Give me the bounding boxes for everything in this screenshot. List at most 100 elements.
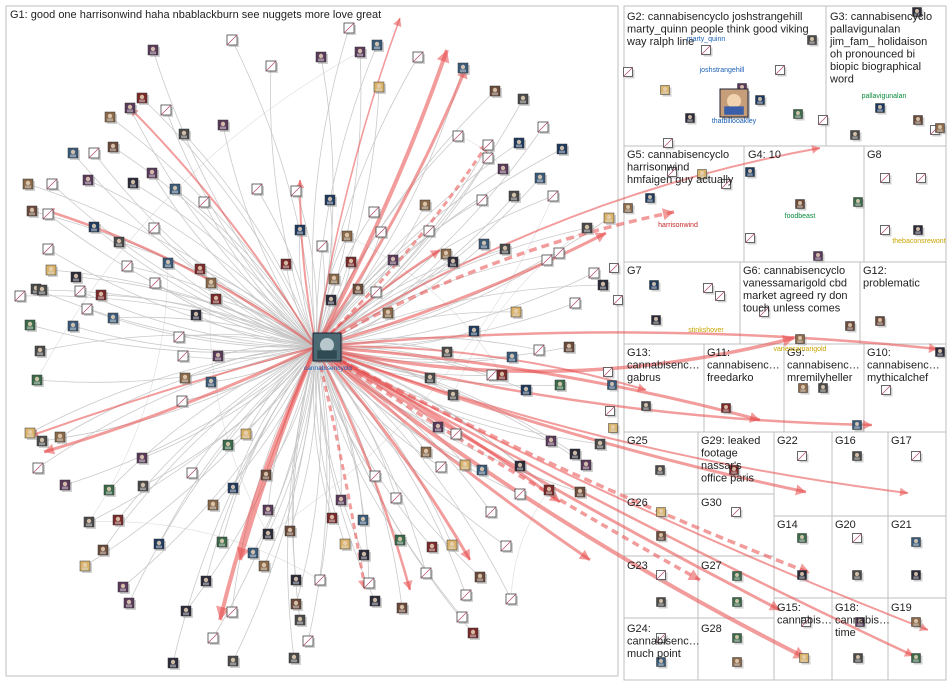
node-32[interactable] [553,247,566,260]
node-34[interactable] [597,279,610,292]
node-38[interactable] [441,346,454,359]
node-51[interactable] [435,461,448,474]
node-99[interactable] [153,538,166,551]
node-43[interactable] [563,341,576,354]
node-240[interactable] [911,537,923,549]
node-160[interactable] [222,439,235,452]
node-127[interactable] [136,92,149,105]
node-261[interactable] [607,380,619,392]
node-220[interactable] [715,291,727,303]
node-26[interactable] [447,256,460,269]
node-23[interactable] [419,199,432,212]
node-202[interactable] [645,193,657,205]
node-69[interactable] [456,611,469,624]
node-235[interactable] [656,507,668,519]
node-15[interactable] [537,121,550,134]
node-92[interactable] [207,632,220,645]
node-70[interactable] [505,593,518,606]
node-213[interactable] [913,225,925,237]
node-10[interactable] [489,85,502,98]
node-57[interactable] [594,438,607,451]
node-161[interactable] [186,467,199,480]
node-192[interactable] [807,35,819,47]
node-245[interactable] [911,570,923,582]
node-139[interactable] [121,260,134,273]
node-33[interactable] [588,267,601,280]
node-95[interactable] [123,597,136,610]
node-153[interactable] [173,331,186,344]
node-216[interactable] [649,280,661,292]
node-82[interactable] [290,598,303,611]
node-196[interactable] [850,130,862,142]
node-74[interactable] [363,577,376,590]
node-119[interactable] [22,178,35,191]
node-68[interactable] [460,589,473,602]
node-53[interactable] [476,464,489,477]
node-80[interactable] [314,574,327,587]
node-125[interactable] [104,111,117,124]
node-111[interactable] [34,345,47,358]
node-265[interactable] [613,295,625,307]
node-199[interactable] [663,138,675,150]
node-198[interactable] [913,115,925,127]
node-250[interactable] [656,657,668,669]
node-142[interactable] [74,285,87,298]
node-22[interactable] [476,194,489,207]
node-35[interactable] [569,297,582,310]
node-134[interactable] [146,167,159,180]
node-228[interactable] [881,385,893,397]
node-207[interactable] [745,167,757,179]
node-193[interactable] [818,115,830,127]
node-106[interactable] [36,435,49,448]
node-212[interactable] [880,225,892,237]
node-94[interactable] [227,655,240,668]
node-173[interactable] [324,194,337,207]
node-107[interactable] [32,462,45,475]
node-254[interactable] [911,653,923,665]
node-54[interactable] [514,460,527,473]
node-158[interactable] [176,395,189,408]
node-64[interactable] [446,539,459,552]
node-210[interactable] [880,173,892,185]
node-163[interactable] [227,482,240,495]
node-29[interactable] [541,254,554,267]
node-225[interactable] [721,403,733,415]
node-242[interactable] [732,571,744,583]
node-257[interactable] [911,617,923,629]
node-226[interactable] [798,383,810,395]
node-90[interactable] [180,605,193,618]
node-143[interactable] [95,289,108,302]
node-157[interactable] [179,372,192,385]
node-103[interactable] [103,484,116,497]
node-104[interactable] [136,452,149,465]
node-113[interactable] [14,290,27,303]
node-190[interactable] [685,113,697,125]
node-121[interactable] [82,174,95,187]
node-234[interactable] [911,451,923,463]
node-73[interactable] [369,595,382,608]
node-27[interactable] [478,238,491,251]
node-211[interactable] [916,173,928,185]
node-71[interactable] [467,627,480,640]
node-252[interactable] [799,653,811,665]
node-97[interactable] [97,544,110,557]
node-16[interactable] [556,143,569,156]
node-25[interactable] [440,248,453,261]
node-144[interactable] [81,303,94,316]
node-52[interactable] [459,459,472,472]
node-39[interactable] [424,372,437,385]
node-167[interactable] [326,512,339,525]
node-88[interactable] [247,547,260,560]
node-165[interactable] [262,504,275,517]
node-200[interactable] [755,95,767,107]
node-93[interactable] [167,657,180,670]
node-204[interactable] [697,169,709,181]
node-236[interactable] [731,507,743,519]
node-40[interactable] [447,389,460,402]
node-145[interactable] [107,312,120,325]
node-244[interactable] [852,570,864,582]
node-20[interactable] [547,190,560,203]
node-177[interactable] [316,240,329,253]
node-194[interactable] [912,7,924,19]
node-188[interactable] [623,67,635,79]
